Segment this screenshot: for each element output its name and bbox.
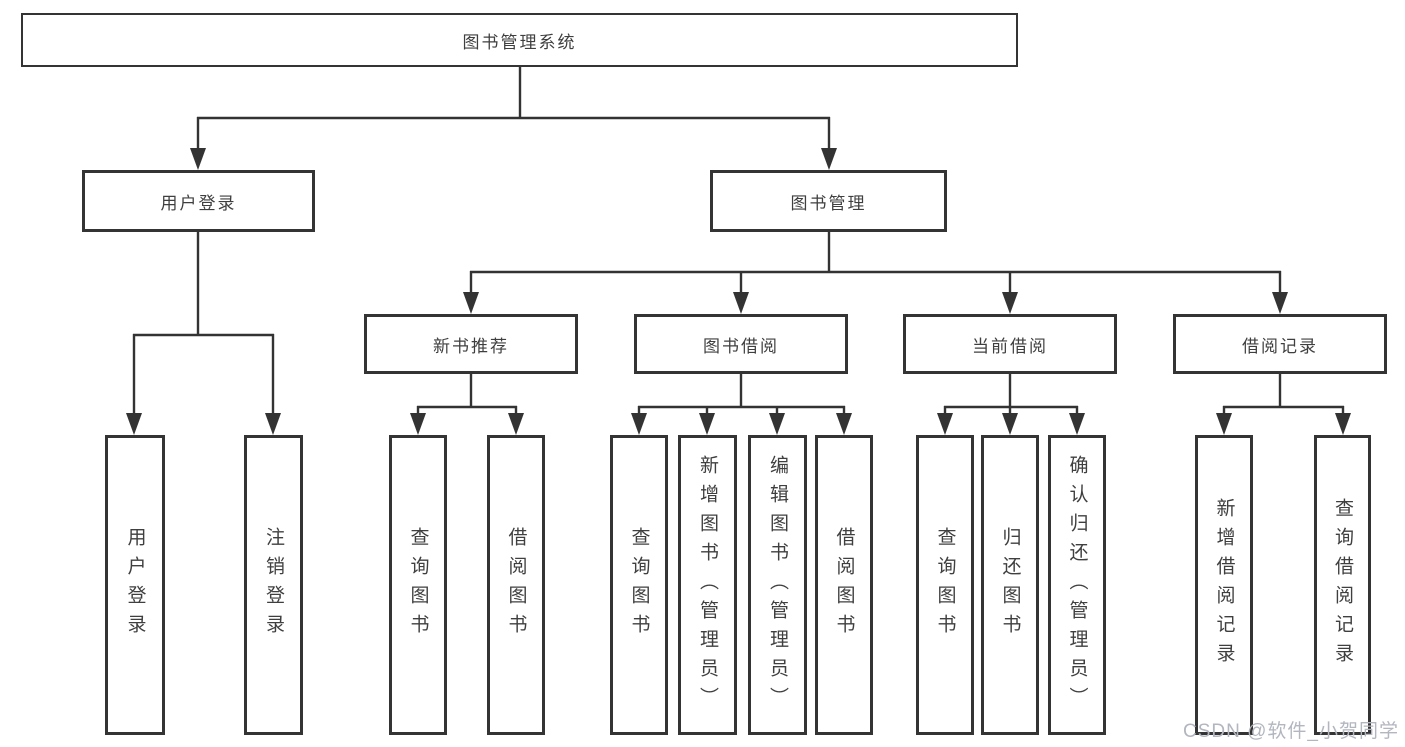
node-label: 借阅图书: [833, 527, 855, 643]
node-label: 新书推荐: [433, 336, 509, 356]
node-label: 借阅记录: [1242, 336, 1318, 356]
node-label: 新增借阅记录: [1213, 498, 1235, 672]
node-library-management-system: 图书管理系统: [21, 13, 1018, 67]
leaf-logout: 注销登录: [244, 435, 303, 735]
node-label: 新增图书（管理员）: [697, 454, 718, 716]
node-label: 图书借阅: [703, 336, 779, 356]
connector-current-borrow-children: [943, 374, 1079, 416]
node-book-borrowing: 图书借阅: [634, 314, 848, 374]
leaf-query-books-1: 查询图书: [389, 435, 447, 735]
node-borrowing-records: 借阅记录: [1173, 314, 1387, 374]
node-label: 借阅图书: [505, 527, 527, 643]
connector-borrow-record-children: [1222, 374, 1345, 416]
node-label: 查询图书: [934, 527, 956, 643]
leaf-query-books-2: 查询图书: [610, 435, 668, 735]
leaf-add-borrow-record: 新增借阅记录: [1195, 435, 1253, 735]
leaf-return-books: 归还图书: [981, 435, 1039, 735]
node-label: 注销登录: [263, 527, 284, 643]
leaf-confirm-return-admin: 确认归还（管理员）: [1048, 435, 1106, 735]
node-label: 查询图书: [407, 527, 429, 643]
watermark: CSDN @软件_小贺同学: [1183, 721, 1399, 742]
node-label: 查询图书: [628, 527, 650, 643]
leaf-query-borrow-record: 查询借阅记录: [1314, 435, 1371, 735]
leaf-query-books-3: 查询图书: [916, 435, 974, 735]
node-label: 确认归还（管理员）: [1066, 454, 1088, 716]
leaf-user-login: 用户登录: [105, 435, 165, 735]
leaf-edit-book-admin: 编辑图书（管理员）: [748, 435, 807, 735]
node-label: 归还图书: [999, 527, 1021, 643]
node-label: 图书管理: [790, 193, 867, 213]
connector-root-to-level2: [196, 67, 831, 150]
node-label: 编辑图书（管理员）: [767, 454, 788, 716]
node-label: 图书管理系统: [462, 32, 577, 52]
node-label: 查询借阅记录: [1332, 498, 1353, 672]
node-book-management: 图书管理: [710, 170, 947, 232]
arrowheads: [126, 148, 1351, 435]
node-label: 用户登录: [124, 527, 146, 643]
node-new-book-recommend: 新书推荐: [364, 314, 578, 374]
connector-new-book-children: [416, 374, 518, 416]
leaf-borrow-books-2: 借阅图书: [815, 435, 873, 735]
node-current-borrowing: 当前借阅: [903, 314, 1117, 374]
leaf-borrow-books-1: 借阅图书: [487, 435, 545, 735]
node-label: 当前借阅: [972, 336, 1048, 356]
connector-book-borrow-children: [637, 374, 846, 416]
leaf-add-book-admin: 新增图书（管理员）: [678, 435, 737, 735]
node-label: 用户登录: [160, 193, 237, 213]
connector-book-mgmt-to-level3: [469, 232, 1282, 294]
connector-user-login-children: [132, 232, 275, 416]
node-user-login: 用户登录: [82, 170, 315, 232]
